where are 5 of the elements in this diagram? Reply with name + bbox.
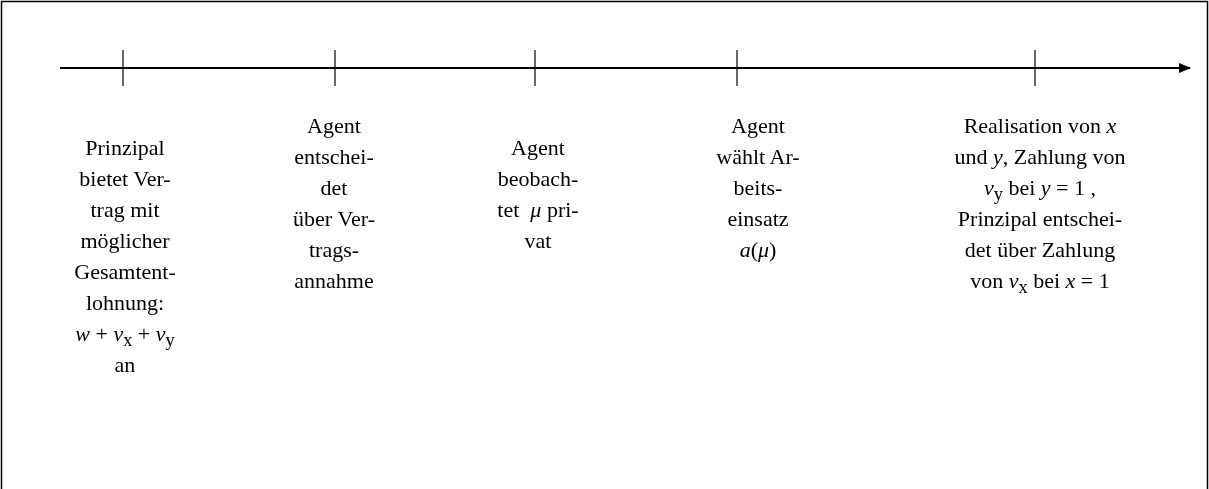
timeline-event-text: Agent entschei- det über Ver- trags- annahme <box>292 112 376 295</box>
timeline-event-text: Prinzipal bietet Ver- trag mit möglicher Gesamtent- lohnung: w + v$_{x}$ + v$_{y}$ an <box>73 134 177 379</box>
timeline-event-text: Agent wählt Ar- beits- einsatz a(μ) <box>715 112 801 264</box>
timeline-event-text: Realisation von x und y, Zahlung von v$_{y}$ bei y = 1 , Prinzipal entschei- det über Zahlung von v$_{x}$ bei x = 1 <box>954 112 1126 296</box>
timeline-event-text: Agent beobach- tet μ pri- vat <box>496 134 580 255</box>
